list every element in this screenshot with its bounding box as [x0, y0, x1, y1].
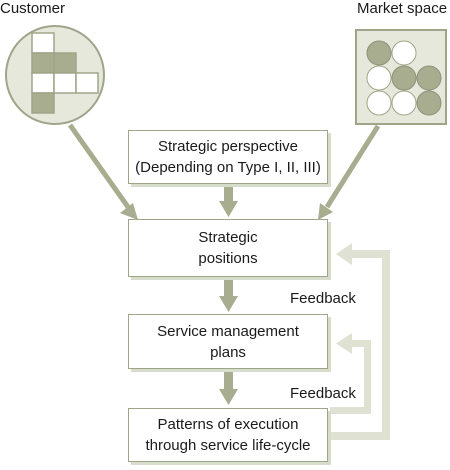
- strategic-positions-line-2: positions: [198, 250, 258, 267]
- feedback-label-2: Feedback: [290, 385, 356, 402]
- strategic-positions-box: Strategic positions: [128, 219, 328, 277]
- strategic-perspective-line-2: (Depending on Type I, II, III): [135, 159, 321, 176]
- feedback-loop-inner: [330, 333, 371, 414]
- feedback-loop-outer: [330, 243, 390, 440]
- positions-to-plans-arrow: [219, 280, 238, 312]
- service-management-plans-line-1: Service management: [157, 322, 299, 340]
- patterns-of-execution-line-1: Patterns of execution: [157, 416, 299, 433]
- service-management-plans-box: Service management plans: [128, 314, 328, 369]
- market-space-label: Market space: [357, 0, 448, 17]
- strategic-perspective-line-1: Strategic perspective: [157, 138, 299, 155]
- customer-to-positions-arrow: [67, 123, 138, 220]
- plans-to-execution-arrow: [219, 372, 238, 405]
- customer-label: Customer: [0, 0, 66, 17]
- market-space-icon: [355, 29, 447, 125]
- customer-icon: [5, 25, 105, 125]
- patterns-of-execution-line-2: through service life-cycle: [145, 437, 311, 454]
- market-to-positions-arrow: [318, 124, 381, 220]
- service-management-plans-line-2: plans: [210, 343, 246, 361]
- strategic-perspective-box: Strategic perspective (Depending on Type…: [128, 130, 328, 184]
- patterns-of-execution-box: Patterns of execution through service li…: [128, 408, 328, 462]
- feedback-label-1: Feedback: [290, 290, 356, 307]
- strategic-positions-line-1: Strategic: [198, 229, 258, 246]
- perspective-to-positions-arrow: [219, 186, 238, 217]
